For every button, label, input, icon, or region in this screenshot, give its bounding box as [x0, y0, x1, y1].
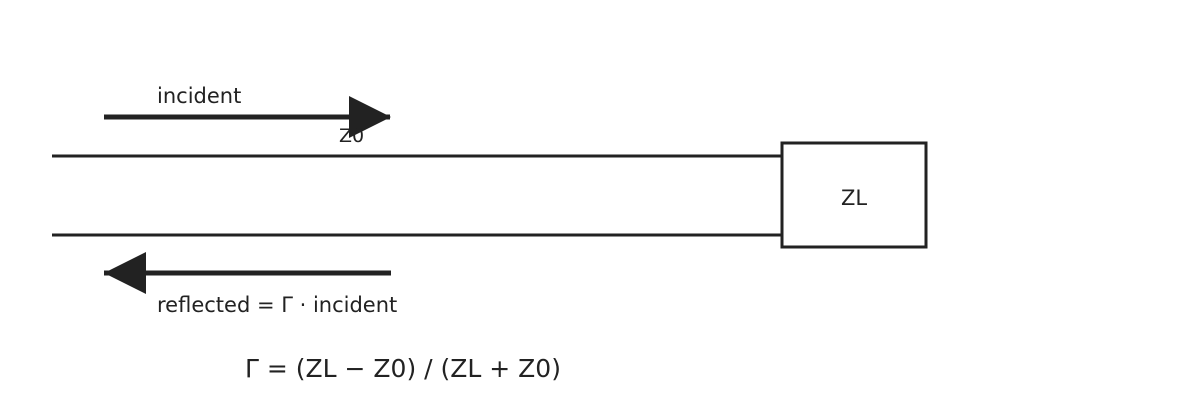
reflection-coefficient-formula: Γ = (ZL − Z0) / (ZL + Z0) — [245, 354, 561, 383]
reflected-label: reflected = Γ · incident — [157, 293, 398, 317]
incident-arrowhead — [349, 96, 391, 138]
load-box — [780, 141, 928, 249]
load-impedance-label: ZL — [841, 186, 868, 210]
line-impedance-label: Z0 — [339, 125, 365, 147]
reflected-arrowhead — [104, 252, 146, 294]
incident-label: incident — [157, 84, 242, 108]
